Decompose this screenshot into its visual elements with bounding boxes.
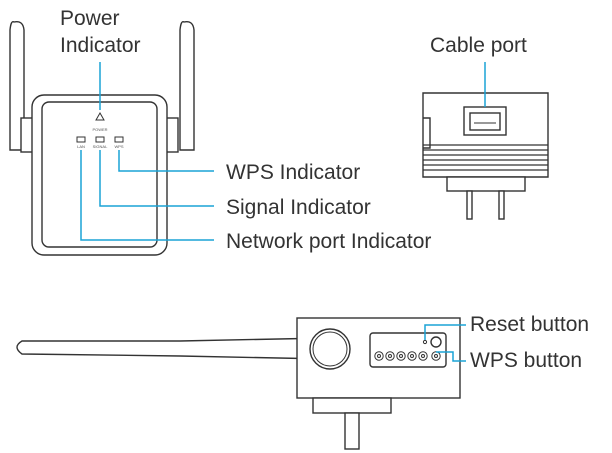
top-plug-base bbox=[312, 397, 392, 414]
wps-button-leader-line bbox=[436, 351, 466, 362]
wps-leader-line bbox=[118, 150, 214, 172]
plug-prong-right bbox=[498, 190, 505, 220]
top-view bbox=[16, 317, 461, 450]
wps-indicator-label: WPS Indicator bbox=[226, 161, 361, 184]
plug-base bbox=[446, 176, 526, 192]
wps-button-label: WPS button bbox=[470, 349, 583, 372]
signal-tiny-label: SIGNAL bbox=[93, 144, 108, 149]
lan-led-icon bbox=[76, 136, 86, 143]
screw-row bbox=[374, 351, 428, 361]
side-ribs bbox=[423, 144, 548, 171]
reset-leader-line bbox=[424, 324, 466, 340]
cable-port-inner bbox=[469, 112, 501, 131]
signal-indicator-label: Signal Indicator bbox=[226, 196, 371, 219]
top-antenna bbox=[16, 337, 328, 360]
power-led-icon bbox=[95, 111, 105, 121]
cable-port-label: Cable port bbox=[430, 34, 527, 57]
power-tiny-label: POWER bbox=[92, 127, 107, 132]
antenna-hinge bbox=[309, 328, 351, 370]
wps-tiny-label: WPS bbox=[114, 144, 123, 149]
top-plug-prong bbox=[344, 412, 360, 450]
right-antenna bbox=[179, 20, 195, 151]
network-port-indicator-label: Network port Indicator bbox=[226, 230, 432, 253]
side-notch bbox=[423, 117, 431, 149]
network-leader-line bbox=[80, 150, 214, 241]
lan-tiny-label: LAN bbox=[77, 144, 85, 149]
front-leader-lines bbox=[80, 62, 214, 241]
wps-led-icon bbox=[114, 136, 124, 143]
reset-pinhole bbox=[422, 339, 428, 345]
power-indicator-label-line2: Indicator bbox=[60, 34, 141, 57]
power-indicator-label-line1: Power bbox=[60, 7, 120, 30]
top-leader-lines bbox=[424, 324, 466, 362]
reset-button-label: Reset button bbox=[470, 313, 590, 336]
plug-prong-left bbox=[466, 190, 473, 220]
side-view bbox=[422, 92, 549, 220]
reset-button[interactable] bbox=[430, 336, 442, 348]
signal-led-icon bbox=[95, 136, 105, 143]
signal-leader-line bbox=[99, 150, 214, 207]
